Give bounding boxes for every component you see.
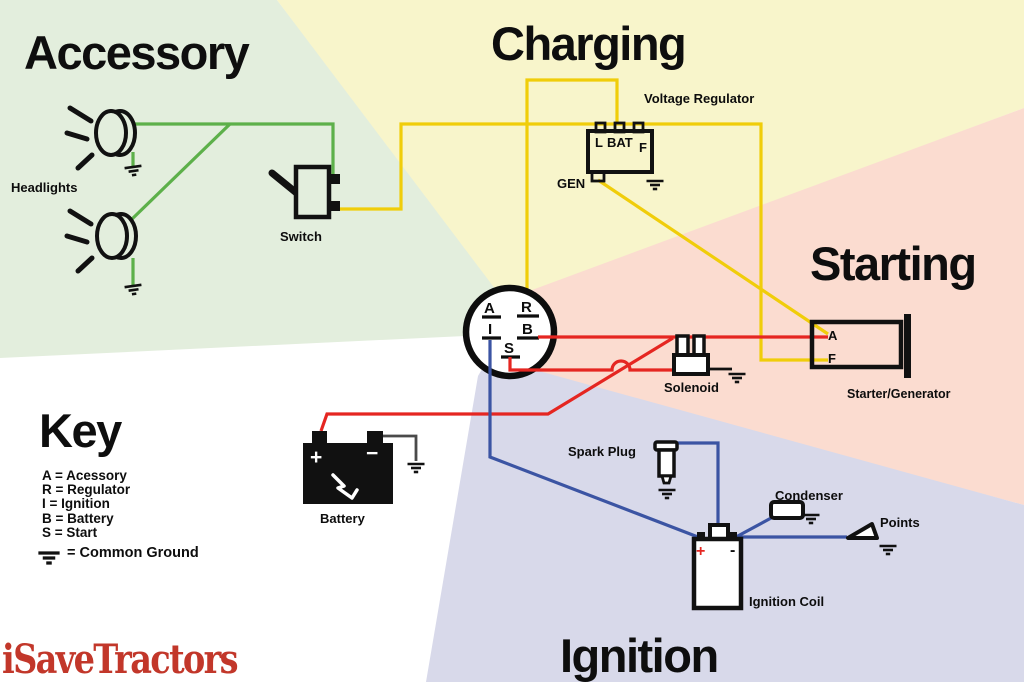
ignition-title: Ignition — [560, 629, 719, 682]
solenoid-prong-left — [675, 334, 690, 357]
wire-s-terminal-to-solenoid — [508, 357, 687, 372]
headlight-lower — [64, 208, 144, 297]
terminal-r: R — [521, 299, 532, 316]
condenser — [769, 500, 821, 525]
condenser-label: Condenser — [775, 488, 843, 503]
wire-coil-to-spark-plug — [677, 441, 720, 527]
wire-battery-negative-ground — [382, 434, 418, 461]
starter-body — [809, 319, 904, 370]
regulator-terminal-f: F — [639, 140, 647, 155]
yellow-wires — [340, 78, 829, 362]
headlight-rays — [64, 208, 95, 274]
headlight-upper — [64, 105, 144, 178]
terminal-s: S — [504, 340, 515, 357]
brand-logo: iSaveTractors — [2, 636, 239, 682]
voltage-regulator-label: Voltage Regulator — [644, 91, 755, 106]
battery-plus: + — [310, 446, 323, 469]
key-item-b: B = Battery — [42, 510, 114, 526]
wire-headlight-to-switch — [135, 122, 335, 180]
battery-bolt-icon — [331, 473, 359, 500]
wire-switch-to-starter-f — [340, 122, 828, 362]
headlight-lens — [95, 212, 129, 260]
headlights-label: Headlights — [11, 180, 78, 195]
key-item-s: S = Start — [42, 524, 98, 540]
key-legend: A = Acessory R = Regulator I = Ignition … — [42, 468, 131, 540]
battery-terminal-positive — [312, 431, 327, 445]
wire-battery-positive — [319, 336, 674, 432]
light-switch — [268, 164, 340, 220]
spark-plug-body — [657, 448, 676, 478]
headlight-rays — [64, 105, 95, 171]
starter-terminal-f: F — [828, 351, 836, 366]
wire-loop-to-bat-terminal — [525, 78, 619, 124]
terminal-b: B — [522, 321, 533, 338]
ignition-coil-label: Ignition Coil — [749, 594, 825, 609]
coil-plus: + — [696, 543, 706, 560]
starter-generator-label: Starter/Generator — [847, 387, 951, 401]
switch-body — [293, 164, 332, 220]
terminal-a: A — [484, 300, 495, 317]
zone-accessory-green — [0, 0, 505, 358]
switch-terminal-lower — [328, 201, 340, 211]
regulator-tab-gen — [590, 170, 606, 183]
points-label: Points — [880, 515, 920, 530]
common-ground-label: = Common Ground — [67, 545, 199, 561]
starter-generator — [809, 314, 911, 378]
solenoid-prong-right — [692, 334, 706, 357]
solenoid-label: Solenoid — [664, 380, 719, 395]
green-wires — [129, 122, 335, 285]
condenser-body — [769, 500, 805, 520]
key-item-r: R = Regulator — [42, 482, 131, 498]
coil-body — [691, 536, 744, 611]
points-triangle — [846, 522, 879, 540]
battery — [303, 431, 426, 504]
switch-terminal-upper — [328, 174, 340, 184]
spark-plug — [653, 440, 679, 500]
gen-label: GEN — [557, 176, 586, 191]
starting-title: Starting — [810, 237, 977, 290]
voltage-regulator — [586, 121, 665, 191]
key-item-a: A = Acessory — [42, 468, 127, 483]
battery-label: Battery — [320, 511, 365, 526]
battery-terminal-negative — [367, 431, 383, 445]
regulator-body — [586, 129, 654, 174]
points — [846, 522, 898, 556]
spark-plug-tip — [660, 474, 673, 485]
coil-minus: - — [730, 542, 736, 559]
solenoid — [672, 334, 747, 384]
starter-shaft-bar — [904, 314, 911, 378]
blue-wires — [488, 340, 847, 539]
key-item-i: I = Ignition — [42, 496, 110, 512]
solenoid-body — [672, 353, 710, 376]
starter-terminal-a: A — [828, 328, 838, 343]
coil-nub-left — [697, 532, 705, 540]
zone-starting-pink — [505, 108, 1024, 505]
key-title: Key — [39, 404, 122, 457]
charging-title: Charging — [491, 17, 687, 70]
regulator-terminal-l: L — [595, 135, 603, 150]
wire-gen-to-starter-a — [597, 178, 829, 336]
zone-ignition-lavender — [426, 345, 1024, 682]
wire-headlight2-feed — [129, 122, 232, 222]
wire-coil-to-condenser — [735, 515, 774, 539]
headlight-lens — [94, 109, 128, 157]
wire-i-terminal-to-coil — [488, 340, 699, 539]
ignition-key-switch — [462, 284, 558, 380]
regulator-terminal-bat: BAT — [607, 135, 633, 150]
battery-minus: − — [366, 442, 379, 465]
switch-label: Switch — [280, 229, 322, 244]
spark-plug-label: Spark Plug — [568, 444, 636, 459]
terminal-i: I — [488, 321, 493, 338]
accessory-title: Accessory — [24, 26, 250, 79]
ignition-coil — [691, 523, 744, 611]
coil-nub-right — [729, 532, 737, 540]
